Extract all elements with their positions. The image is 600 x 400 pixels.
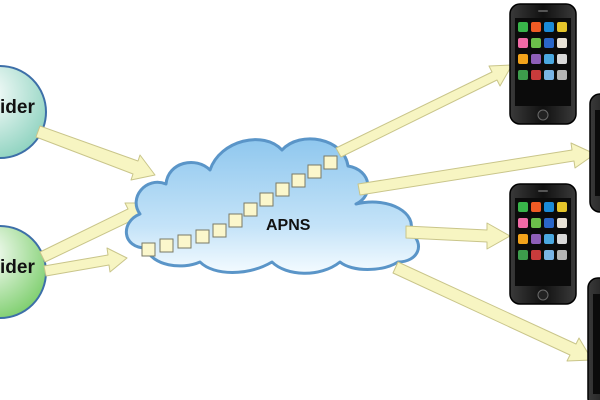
- arrow-apns-to-iphone-4: [392, 261, 593, 362]
- speaker: [538, 10, 548, 12]
- app-icon: [531, 22, 541, 32]
- arrow-apns-to-iphone-2: [357, 142, 596, 196]
- app-icon: [531, 70, 541, 80]
- app-icon: [531, 38, 541, 48]
- app-icon: [518, 70, 528, 80]
- app-icon: [557, 22, 567, 32]
- packet: [212, 223, 227, 238]
- app-icon: [518, 202, 528, 212]
- app-icon: [518, 22, 528, 32]
- app-icon: [557, 70, 567, 80]
- packet: [291, 173, 306, 188]
- provider-1-node: [0, 65, 47, 159]
- arrow-apns-to-iphone-1: [335, 64, 513, 158]
- app-icon: [518, 54, 528, 64]
- app-icon: [544, 218, 554, 228]
- provider-1-label: ider: [0, 97, 35, 118]
- app-icon: [531, 54, 541, 64]
- app-icon: [518, 234, 528, 244]
- app-icon: [544, 234, 554, 244]
- home-button: [537, 109, 549, 121]
- app-icon: [531, 250, 541, 260]
- apns-label: APNS: [266, 217, 311, 234]
- screen: [595, 110, 600, 196]
- home-button: [537, 289, 549, 301]
- arrow-provider-1-to-apns: [35, 125, 156, 181]
- arrow-apns-to-iphone-3: [405, 222, 511, 250]
- packet: [228, 213, 243, 228]
- app-icon: [544, 202, 554, 212]
- app-icon: [557, 38, 567, 48]
- app-icon: [544, 22, 554, 32]
- app-icon: [518, 38, 528, 48]
- speaker: [538, 190, 548, 192]
- app-icon: [518, 250, 528, 260]
- packet-path: [141, 155, 338, 257]
- app-icon: [531, 218, 541, 228]
- app-icon: [557, 54, 567, 64]
- arrow-provider-2-to-apns-lower: [43, 247, 128, 277]
- app-icon: [557, 218, 567, 228]
- iphone-3: [509, 183, 577, 305]
- packet: [195, 229, 210, 244]
- iphone-1: [509, 3, 577, 125]
- app-icon: [544, 54, 554, 64]
- app-icon: [557, 202, 567, 212]
- app-icon: [544, 38, 554, 48]
- packet: [307, 164, 322, 179]
- provider-2-label: ider: [0, 257, 35, 278]
- packet: [177, 234, 192, 249]
- app-icon: [557, 250, 567, 260]
- packet: [323, 155, 338, 170]
- app-icon: [544, 70, 554, 80]
- iphone-2: [589, 93, 600, 213]
- packet: [259, 192, 274, 207]
- packet: [141, 242, 156, 257]
- app-icon: [544, 250, 554, 260]
- screen: [593, 294, 600, 394]
- packet: [275, 182, 290, 197]
- packet: [243, 202, 258, 217]
- iphone-4: [587, 277, 600, 400]
- app-icon: [518, 218, 528, 228]
- app-icon: [531, 202, 541, 212]
- packet: [159, 238, 174, 253]
- app-icon: [557, 234, 567, 244]
- app-icon: [531, 234, 541, 244]
